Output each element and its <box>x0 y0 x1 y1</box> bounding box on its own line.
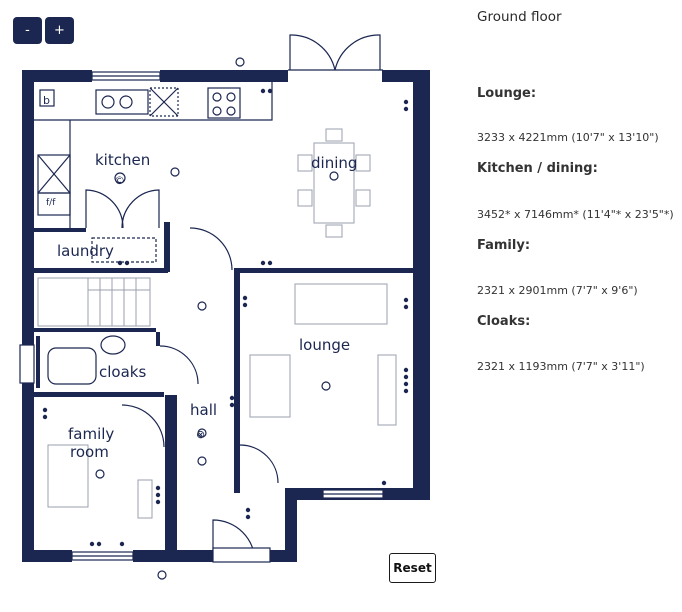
internal-doors <box>85 189 279 484</box>
room-dims-family: 2321 x 2901mm (7'7" x 9'6") <box>477 284 638 297</box>
label-family-room: room <box>70 443 109 461</box>
room-name-family: Family: <box>477 238 531 253</box>
lounge-furniture <box>249 283 397 426</box>
room-name-cloaks: Cloaks: <box>477 314 531 329</box>
label-laundry: laundry <box>57 242 114 260</box>
exterior-walls <box>22 70 430 562</box>
label-boiler: b <box>43 94 50 107</box>
kitchen-worktop <box>34 82 273 263</box>
cloaks-fixtures <box>47 335 126 385</box>
socket-dots <box>42 88 409 547</box>
meter-symbol: ⊗ <box>196 428 205 441</box>
french-doors <box>235 34 383 71</box>
label-lounge: lounge <box>299 336 350 354</box>
reset-button[interactable]: Reset <box>389 553 436 583</box>
label-fridge: f/f <box>46 198 56 208</box>
room-name-kitchen-dining: Kitchen / dining: <box>477 161 598 176</box>
label-dining: dining <box>311 154 357 172</box>
floor-plan[interactable]: kitchen dining laundry lounge cloaks hal… <box>0 0 470 612</box>
zoom-out-button[interactable]: - <box>13 17 42 44</box>
label-family: family <box>68 425 114 443</box>
staircase <box>37 277 151 327</box>
interior-walls <box>34 222 413 493</box>
room-dims-kitchen-dining: 3452* x 7146mm* (11'4"* x 23'5"*) <box>477 208 674 221</box>
label-hall: hall <box>190 401 217 419</box>
dining-table <box>297 128 371 238</box>
zoom-in-button[interactable]: + <box>45 17 74 44</box>
room-name-lounge: Lounge: <box>477 86 537 101</box>
floor-title: Ground floor <box>477 9 562 25</box>
label-cloaks: cloaks <box>99 363 146 381</box>
windows <box>19 71 384 561</box>
room-dims-cloaks: 2321 x 1193mm (7'7" x 3'11") <box>477 360 645 373</box>
label-kitchen: kitchen <box>95 151 150 169</box>
front-door <box>157 519 271 580</box>
light-points <box>95 167 339 479</box>
family-furniture <box>47 444 153 519</box>
room-dims-lounge: 3233 x 4221mm (10'7" x 13'10") <box>477 131 659 144</box>
wm-symbol: © <box>114 174 125 187</box>
